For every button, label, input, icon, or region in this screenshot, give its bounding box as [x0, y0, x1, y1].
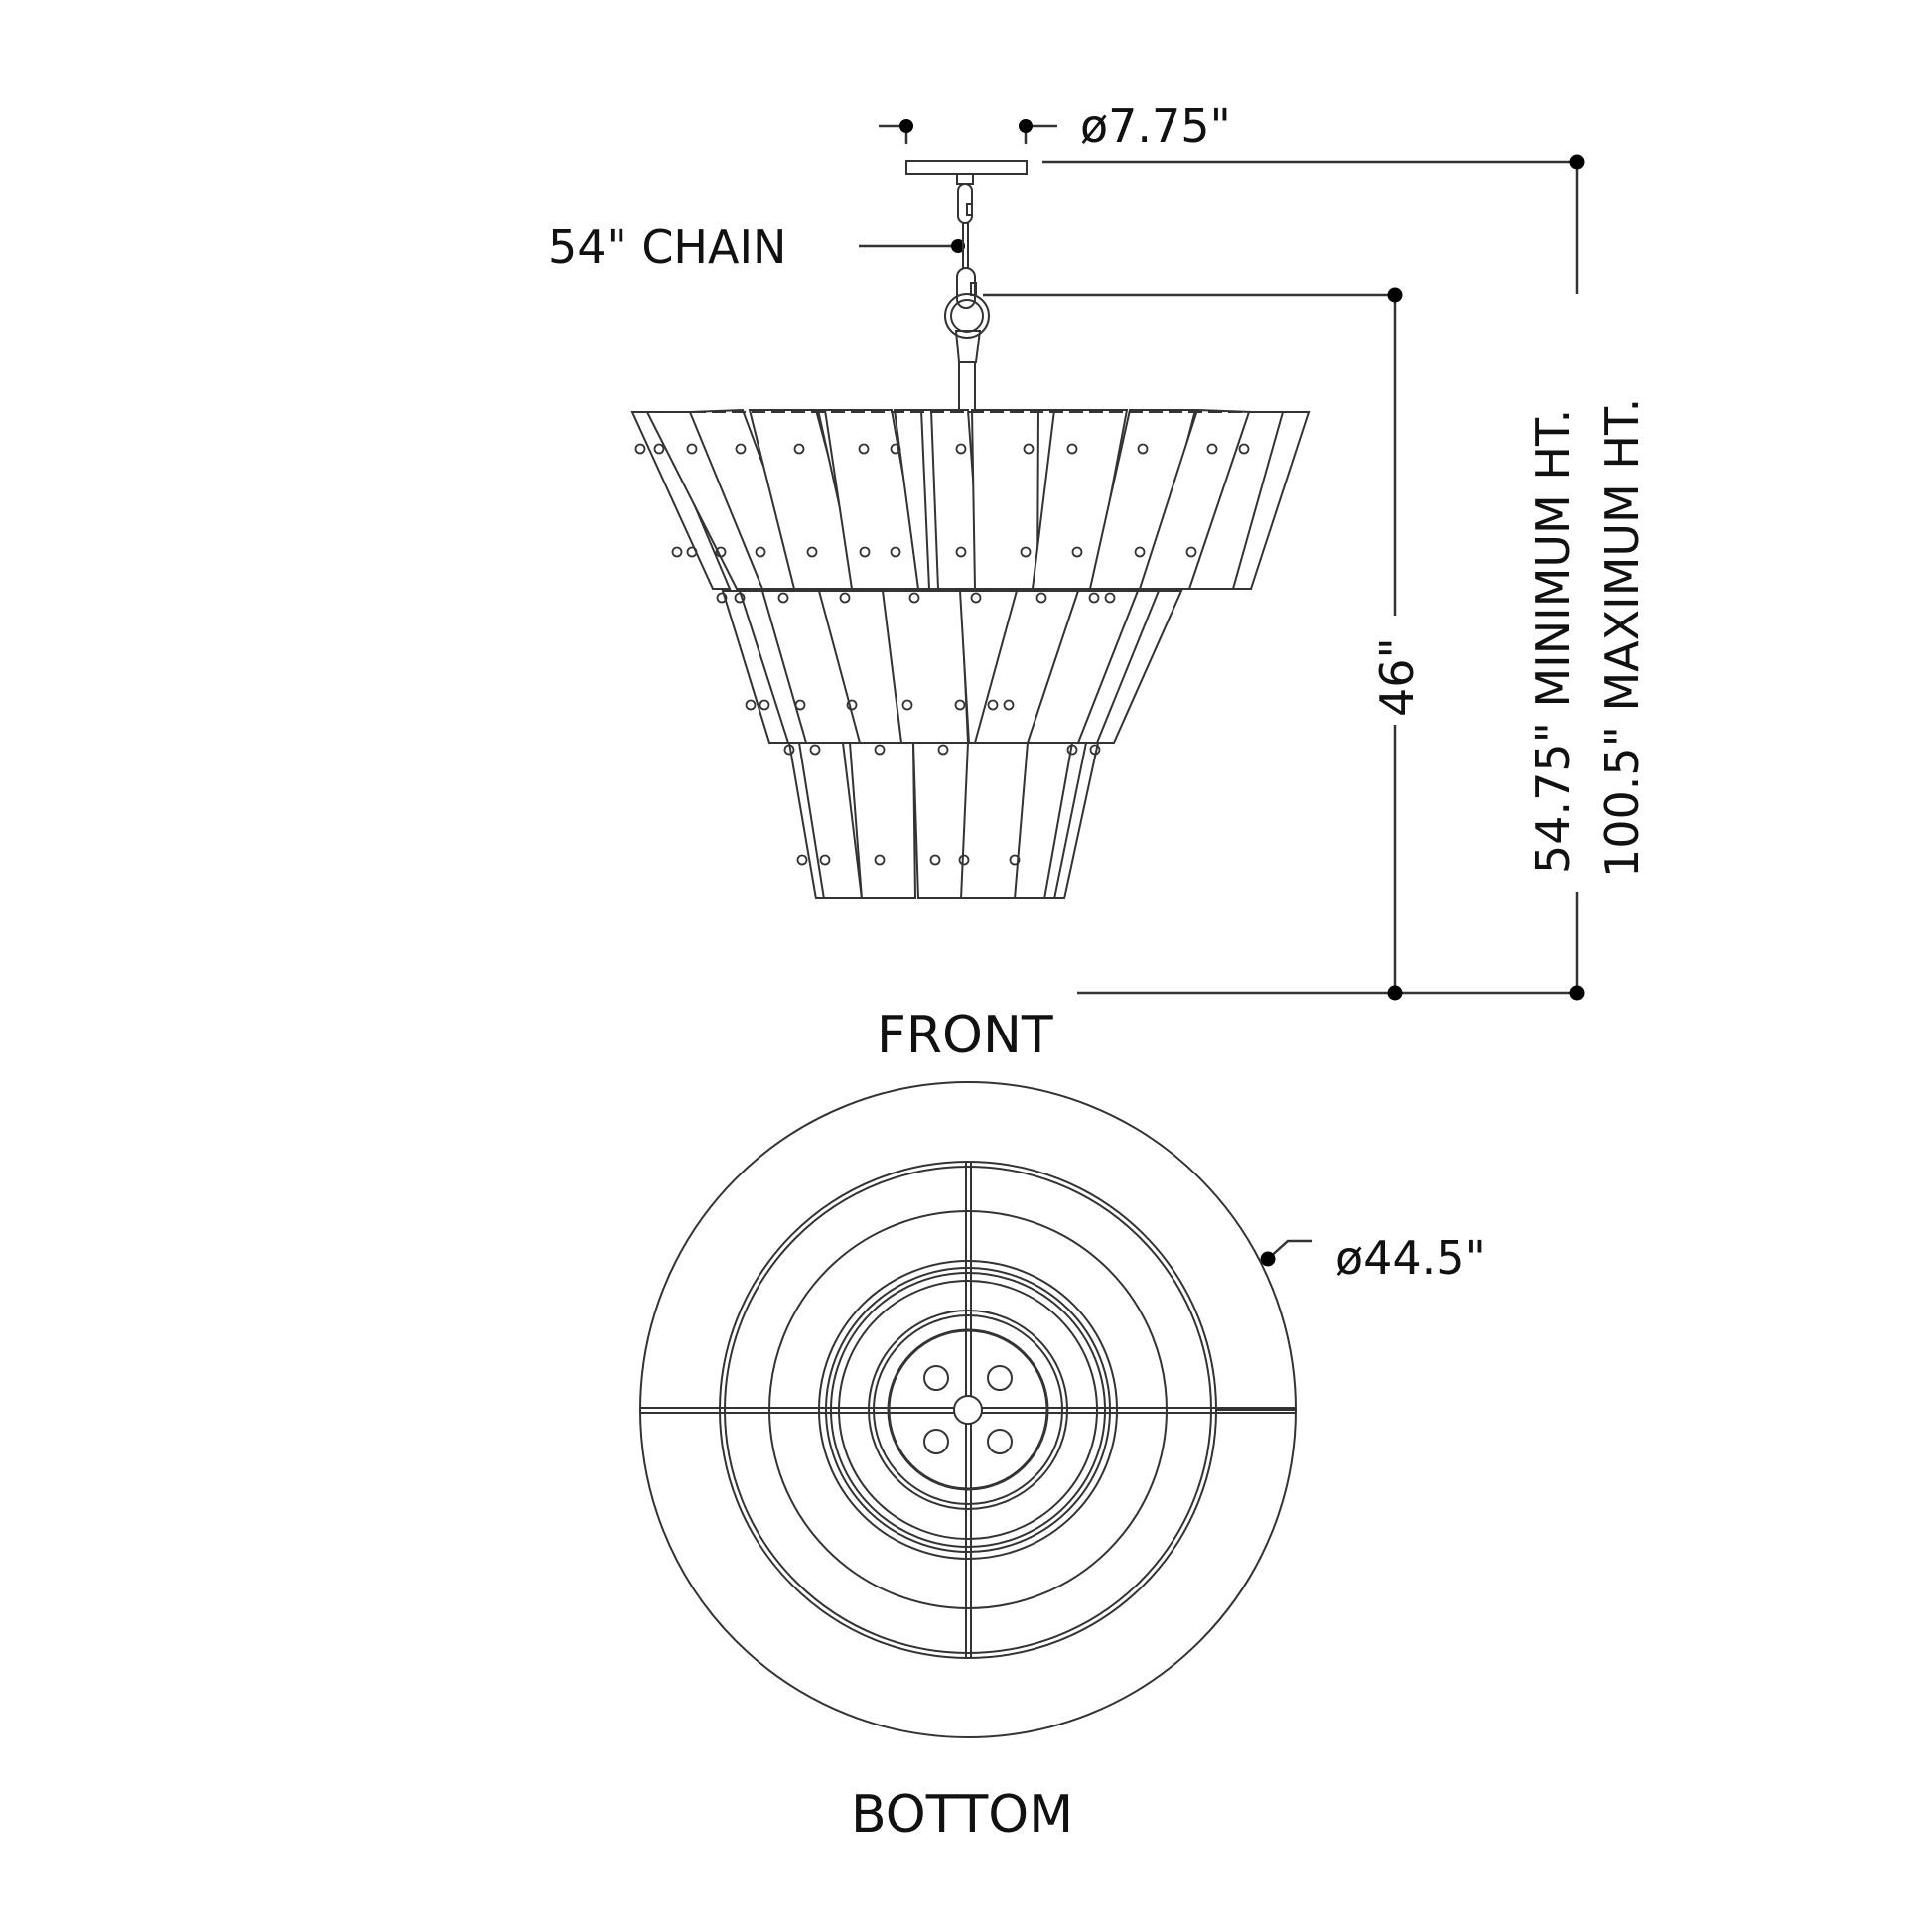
canopy-diameter-label: ø7.75"	[1080, 99, 1231, 153]
bottom-view-title: BOTTOM	[851, 1785, 1074, 1845]
front-view	[630, 408, 1311, 899]
bottom-outer-ring	[639, 1081, 1297, 1738]
fixture-height-label: 46"	[1370, 637, 1424, 717]
bottom-view	[639, 1081, 1297, 1738]
dimension-lines	[859, 124, 1579, 1260]
front-tier-2	[721, 590, 1183, 744]
canopy	[905, 160, 1028, 175]
front-tier-1	[630, 408, 1311, 590]
chain-length-label: 54" CHAIN	[548, 220, 787, 274]
fixture-diameter-label: ø44.5"	[1335, 1231, 1486, 1285]
minimum-height-label: 54.75" MINIMUM HT.	[1526, 408, 1580, 874]
dimension-dots	[899, 119, 1585, 1267]
canopy-and-chain	[905, 160, 1028, 413]
hook-loop	[944, 293, 990, 339]
front-view-title: FRONT	[877, 1006, 1053, 1065]
front-tier-3	[787, 742, 1100, 899]
maximum-height-label: 100.5" MAXIMUM HT.	[1595, 397, 1649, 878]
hub-loops	[923, 1365, 1013, 1454]
